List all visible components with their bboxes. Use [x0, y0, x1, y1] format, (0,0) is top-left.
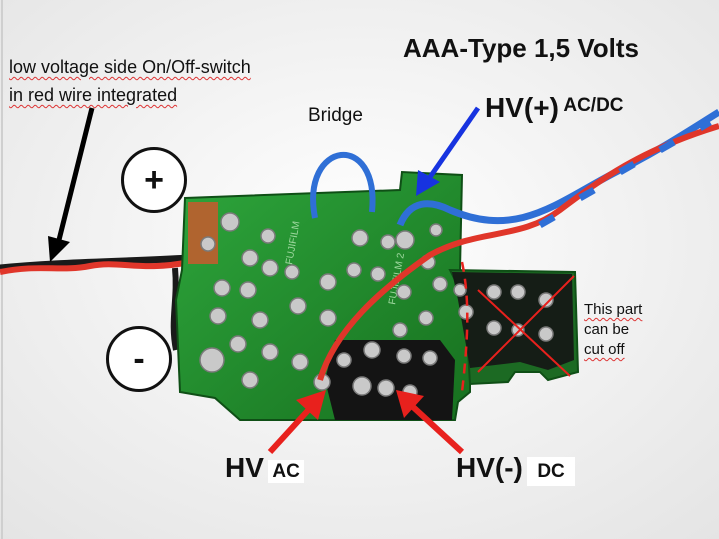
cut-off-note: This part can be cut off	[584, 300, 642, 360]
hv-minus-sub: DC	[527, 457, 575, 486]
page-title: AAA-Type 1,5 Volts	[403, 33, 639, 63]
hv-minus-main: HV(-)	[456, 452, 523, 483]
hv-plus-label: HV(+) AC/DC	[485, 92, 624, 124]
hv-ac-label: HV AC	[225, 452, 304, 484]
hv-minus-label: HV(-) DC	[456, 452, 575, 486]
arrow-switch	[48, 107, 95, 262]
hv-ac-main: HV	[225, 452, 264, 483]
black-wire-minus	[170, 267, 179, 351]
hv-plus-sub: AC/DC	[563, 95, 624, 116]
red-wire-left	[0, 259, 191, 275]
switch-note: low voltage side On/Off-switch in red wi…	[9, 55, 251, 107]
switch-note-line-2: in red wire integrated	[9, 85, 178, 105]
solder-joints	[199, 212, 554, 400]
bridge-label: Bridge	[308, 105, 363, 126]
hv-plus-main: HV(+)	[485, 92, 559, 123]
arrow-hv-plus	[416, 106, 481, 196]
hv-ac-sub: AC	[268, 460, 304, 483]
cut-line	[460, 261, 469, 393]
bridge-wire	[310, 152, 376, 219]
cut-off-line-1: This part	[584, 301, 643, 318]
arrow-hv-minus	[396, 390, 465, 455]
cut-cross	[477, 289, 571, 377]
switch-note-line-1: low voltage side On/Off-switch	[9, 57, 251, 77]
cut-off-line-2: can be	[584, 321, 630, 338]
plus-terminal-symbol: +	[121, 147, 187, 213]
arrow-hv-ac	[267, 390, 326, 455]
minus-terminal-symbol: -	[106, 326, 172, 392]
cut-off-line-3: cut off	[584, 341, 625, 358]
